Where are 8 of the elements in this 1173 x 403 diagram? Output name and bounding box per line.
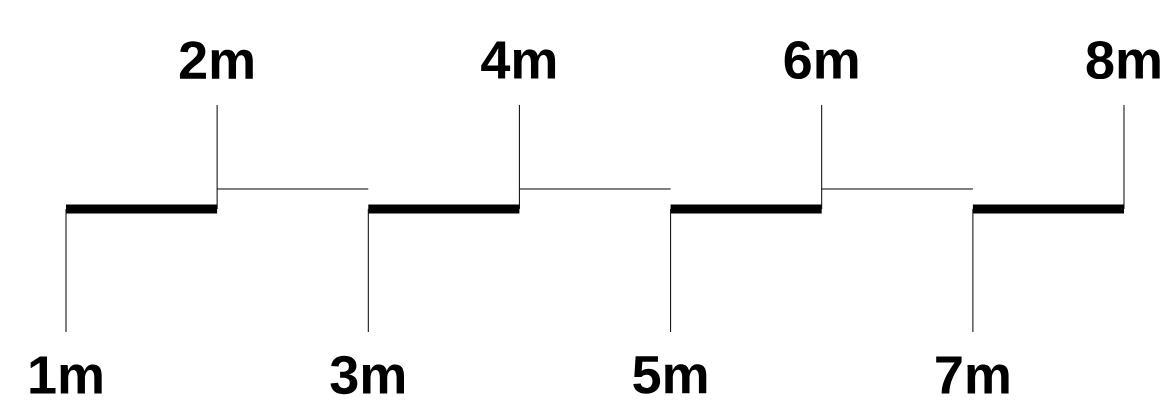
- scale-label: 5m: [633, 356, 707, 394]
- scale-label: 1m: [30, 356, 102, 394]
- scale-label: 8m: [1086, 40, 1160, 80]
- scale-label: 7m: [936, 356, 1009, 394]
- scale-label: 6m: [784, 40, 858, 80]
- scale-label: 3m: [330, 355, 404, 395]
- scale-label: 2m: [179, 41, 253, 79]
- scale-label: 4m: [481, 41, 556, 79]
